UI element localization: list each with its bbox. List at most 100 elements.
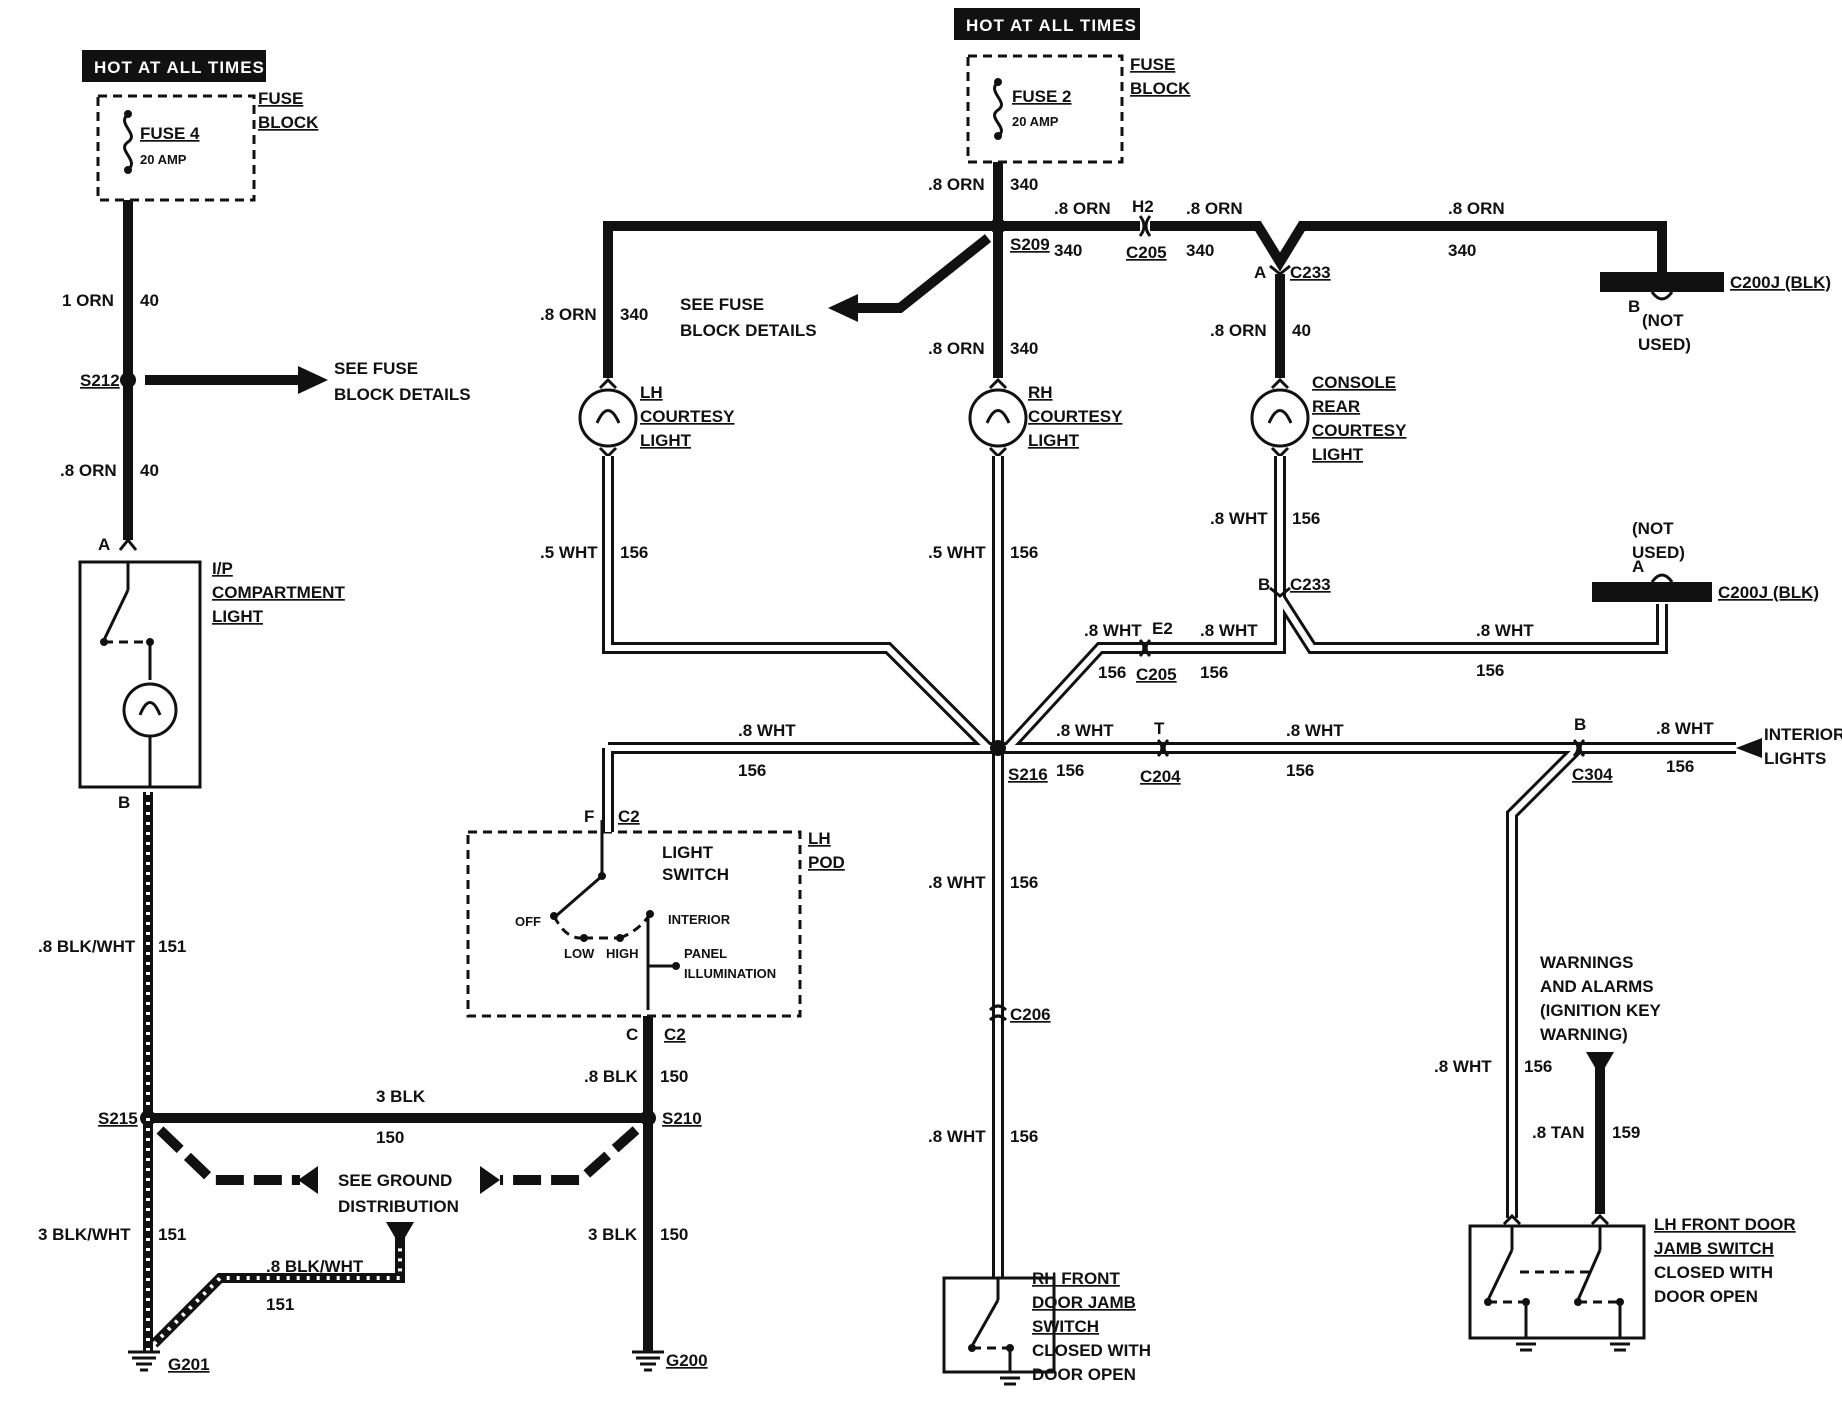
not-used-top-1: (NOT <box>1642 311 1684 330</box>
conn-f-label: F <box>584 807 594 826</box>
circuit-156-console: 156 <box>1292 509 1320 528</box>
interior-note-2: LIGHTS <box>1764 749 1826 768</box>
rh-front-door-jamb-switch: RH FRONT DOOR JAMB SWITCH CLOSED WITH DO… <box>942 1269 1151 1386</box>
svg-text:HOT AT ALL TIMES: HOT AT ALL TIMES <box>966 16 1137 35</box>
svg-text:REAR: REAR <box>1312 397 1360 416</box>
ip-compartment-light: I/P COMPARTMENT LIGHT <box>78 559 345 789</box>
c204-label: C204 <box>1140 767 1181 786</box>
connector-mark <box>1269 586 1291 598</box>
svg-text:CLOSED WITH: CLOSED WITH <box>1654 1263 1773 1282</box>
svg-text:I/P: I/P <box>212 559 233 578</box>
s215-label: S215 <box>98 1109 138 1128</box>
c200j-bottom <box>1592 573 1712 602</box>
connector-c206 <box>988 1004 1008 1022</box>
see-fuse-note-center-1: SEE FUSE <box>680 295 764 314</box>
circuit-150-label-3: 150 <box>660 1067 688 1086</box>
svg-text:LH: LH <box>640 383 663 402</box>
s210-label: S210 <box>662 1109 702 1128</box>
svg-text:LH FRONT DOOR: LH FRONT DOOR <box>1654 1215 1796 1234</box>
svg-text:LOW: LOW <box>564 946 595 961</box>
svg-text:OFF: OFF <box>515 914 541 929</box>
connector-mark <box>118 537 138 551</box>
conn-b-left: B <box>118 793 130 812</box>
connector-c204 <box>1156 738 1170 758</box>
circuit-40-console: 40 <box>1292 321 1311 340</box>
wire-label-3blk: 3 BLK <box>376 1087 426 1106</box>
svg-text:DOOR JAMB: DOOR JAMB <box>1032 1293 1136 1312</box>
wire-156-network <box>602 456 1736 1278</box>
wire-label-wht-lhpod: .8 WHT <box>738 721 796 740</box>
interior-arrow <box>1736 738 1762 758</box>
wire-label-wht-e2-right: .8 WHT <box>1200 621 1258 640</box>
see-fuse-arrow-center <box>858 234 992 313</box>
c200j-b-label: B <box>1628 297 1640 316</box>
c200j-bottom-label: C200J (BLK) <box>1718 583 1819 602</box>
wire-label-lh-wht: .5 WHT <box>540 543 598 562</box>
svg-text:POD: POD <box>808 853 845 872</box>
svg-text:COURTESY: COURTESY <box>1028 407 1123 426</box>
conn-a-label: A <box>98 535 110 554</box>
wire-label-8orn-top: .8 ORN <box>928 175 985 194</box>
circuit-156-c304: 156 <box>1286 761 1314 780</box>
svg-text:FUSE: FUSE <box>258 89 303 108</box>
circuit-40-label: 40 <box>140 291 159 310</box>
svg-text:COMPARTMENT: COMPARTMENT <box>212 583 345 602</box>
not-used-top-2: USED) <box>1638 335 1691 354</box>
circuit-156-e2-right: 156 <box>1200 663 1228 682</box>
warnings-note-2: AND ALARMS <box>1540 977 1654 996</box>
svg-text:LIGHT: LIGHT <box>640 431 692 450</box>
svg-text:LH: LH <box>808 829 831 848</box>
svg-text:LIGHT: LIGHT <box>1028 431 1080 450</box>
t-label: T <box>1154 719 1165 738</box>
not-used-bot-2: USED) <box>1632 543 1685 562</box>
circuit-156-lh: 156 <box>620 543 648 562</box>
svg-text:LIGHT: LIGHT <box>1312 445 1364 464</box>
wire-151-branch <box>150 1236 405 1348</box>
console-rear-courtesy-light: CONSOLE REAR COURTESY LIGHT <box>1250 373 1407 464</box>
svg-text:BLOCK: BLOCK <box>258 113 319 132</box>
s212-label: S212 <box>80 371 120 390</box>
wire-label-wht-c206-b: .8 WHT <box>928 1127 986 1146</box>
wire-label-8blkwht-2: .8 BLK/WHT <box>266 1257 364 1276</box>
svg-text:SWITCH: SWITCH <box>1032 1317 1099 1336</box>
s216-label: S216 <box>1008 765 1048 784</box>
svg-text:RH: RH <box>1028 383 1053 402</box>
arrow-head <box>386 1222 414 1246</box>
wire-label-console-orn: .8 ORN <box>1210 321 1267 340</box>
circuit-156-e2-left: 156 <box>1098 663 1126 682</box>
c233-top-label: C233 <box>1290 263 1331 282</box>
wire-340-to-c200j <box>1150 221 1667 282</box>
wire-label-orn-c233: .8 ORN <box>1186 199 1243 218</box>
svg-text:CLOSED WITH: CLOSED WITH <box>1032 1341 1151 1360</box>
circuit-340-h2: 340 <box>1054 241 1082 260</box>
arrow-head <box>480 1166 500 1194</box>
svg-text:LIGHT: LIGHT <box>212 607 264 626</box>
circuit-340-rh: 340 <box>1010 339 1038 358</box>
svg-text:INTERIOR: INTERIOR <box>668 912 731 927</box>
circuit-151-label-3: 151 <box>266 1295 294 1314</box>
wire-label-wht-c206-a: .8 WHT <box>928 873 986 892</box>
wire-label-console-wht: .8 WHT <box>1210 509 1268 528</box>
hot-at-all-times-center: HOT AT ALL TIMES <box>954 8 1140 40</box>
circuit-156-lhjamb: 156 <box>1524 1057 1552 1076</box>
circuit-156-lhpod: 156 <box>738 761 766 780</box>
ground-g200 <box>632 1350 664 1372</box>
s209-label: S209 <box>1010 235 1050 254</box>
wire-label-1orn: 1 ORN <box>62 291 114 310</box>
rh-courtesy-light: RH COURTESY LIGHT <box>968 377 1123 459</box>
wire-label-8blkwht: .8 BLK/WHT <box>38 937 136 956</box>
c205-label-wht: C205 <box>1136 665 1177 684</box>
splice-s216 <box>990 740 1006 756</box>
wire-label-orn-h2: .8 ORN <box>1054 199 1111 218</box>
svg-text:COURTESY: COURTESY <box>1312 421 1407 440</box>
arrow-head <box>828 294 858 322</box>
svg-text:LIGHT: LIGHT <box>662 843 714 862</box>
wire-label-wht-interior: .8 WHT <box>1656 719 1714 738</box>
connector-c205-orn <box>1138 215 1152 237</box>
circuit-150-label: 150 <box>376 1128 404 1147</box>
svg-text:FUSE 4: FUSE 4 <box>140 124 200 143</box>
warnings-note-4: WARNING) <box>1540 1025 1628 1044</box>
circuit-340-far: 340 <box>1448 241 1476 260</box>
see-fuse-note-center-2: BLOCK DETAILS <box>680 321 817 340</box>
wire-label-rh-wht: .5 WHT <box>928 543 986 562</box>
